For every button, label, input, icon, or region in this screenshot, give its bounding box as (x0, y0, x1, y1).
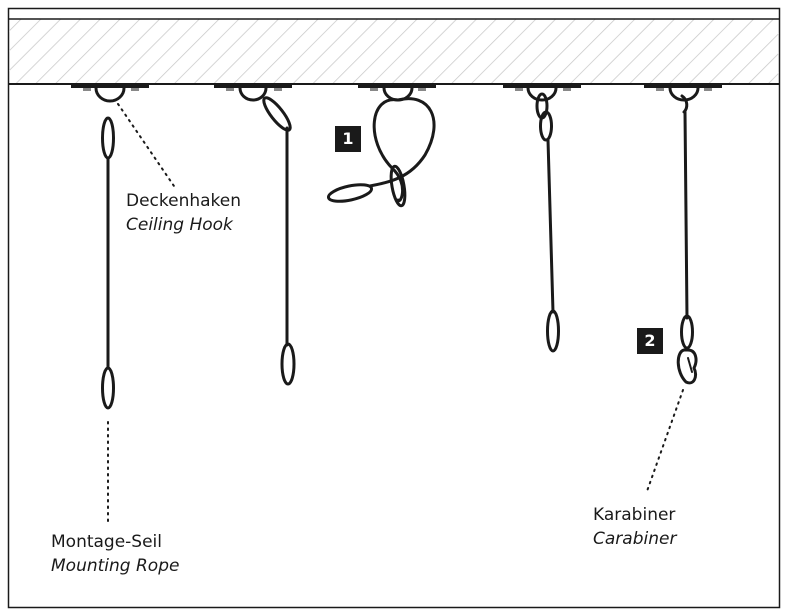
mounting-rope-label: Montage-Seil Mounting Rope (51, 530, 179, 578)
step-badge-1: 1 (335, 126, 361, 152)
ceiling (9, 18, 779, 85)
rope-step-b (535, 92, 560, 353)
mounting-rope (101, 116, 115, 410)
rope-step-2 (680, 94, 694, 350)
rope-step-1-loop (326, 97, 436, 208)
ceiling-hook-plate-4 (503, 84, 581, 91)
ceiling-hook-plate-1 (71, 84, 149, 91)
step-badge-2: 2 (637, 328, 663, 354)
carabiner-label: Karabiner Carabiner (593, 503, 676, 551)
mounting-rope-label-de: Montage-Seil (51, 532, 163, 552)
carabiner-label-en: Carabiner (593, 529, 677, 549)
ceiling-hook-4 (526, 86, 558, 102)
ceiling-hook-label-de: Deckenhaken (126, 191, 242, 211)
ceiling-hook-label: Deckenhaken Ceiling Hook (126, 189, 241, 237)
ceiling-hook-label-en: Ceiling Hook (126, 215, 233, 235)
leader-ceiling-hook (117, 103, 175, 187)
diagram-frame (7, 7, 781, 609)
rope-step-a (262, 96, 296, 386)
mounting-rope-label-en: Mounting Rope (51, 556, 180, 576)
ceiling-hook-2 (238, 86, 268, 102)
ceiling-hook-plate-2 (214, 84, 292, 91)
carabiner (676, 348, 698, 385)
ceiling-hook-plate-5 (644, 84, 722, 91)
ceiling-hook-plates (71, 84, 722, 91)
ceiling-hook-plate-3 (358, 84, 436, 91)
ceiling-hook-1 (94, 86, 126, 103)
leader-carabiner (645, 389, 684, 495)
carabiner-label-de: Karabiner (593, 505, 676, 525)
